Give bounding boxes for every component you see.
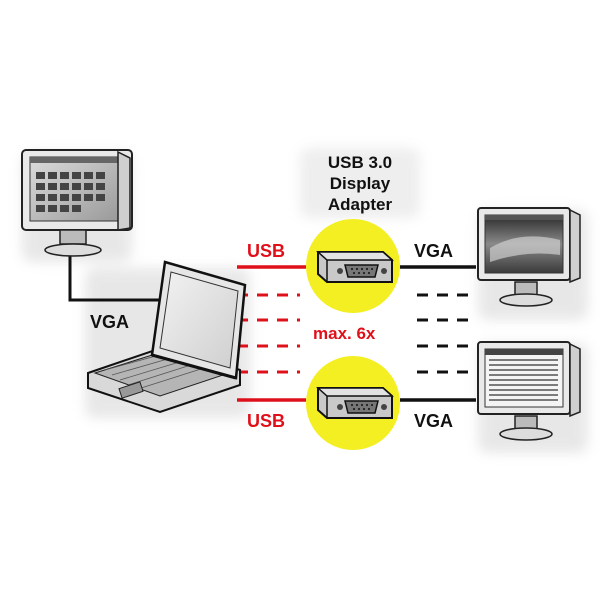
vga-label-bottom: VGA xyxy=(414,411,454,431)
title-line-1: USB 3.0 xyxy=(327,153,393,172)
usb-label-top: USB xyxy=(247,241,286,261)
usb-label-bottom: USB xyxy=(247,411,286,431)
laptop-icon xyxy=(87,260,247,414)
usb-dashed-lines xyxy=(237,293,300,374)
usb-vga-adapter-icon xyxy=(316,387,394,419)
monitor-icon xyxy=(477,341,581,441)
usb-vga-adapter-icon xyxy=(316,251,394,283)
vga-label-top: VGA xyxy=(414,241,454,261)
vga-label-left: VGA xyxy=(90,312,130,332)
title-line-3: Adapter xyxy=(327,195,393,214)
max-count-label: max. 6x xyxy=(313,324,376,343)
monitor-icon xyxy=(477,207,581,307)
connection-lines xyxy=(68,252,476,402)
monitor-icon xyxy=(21,149,133,257)
vga-dashed-lines xyxy=(417,293,476,374)
title-line-2: Display xyxy=(329,174,391,193)
adapter-title: USB 3.0 Display Adapter xyxy=(300,152,420,215)
vga-cable-left xyxy=(68,252,160,302)
